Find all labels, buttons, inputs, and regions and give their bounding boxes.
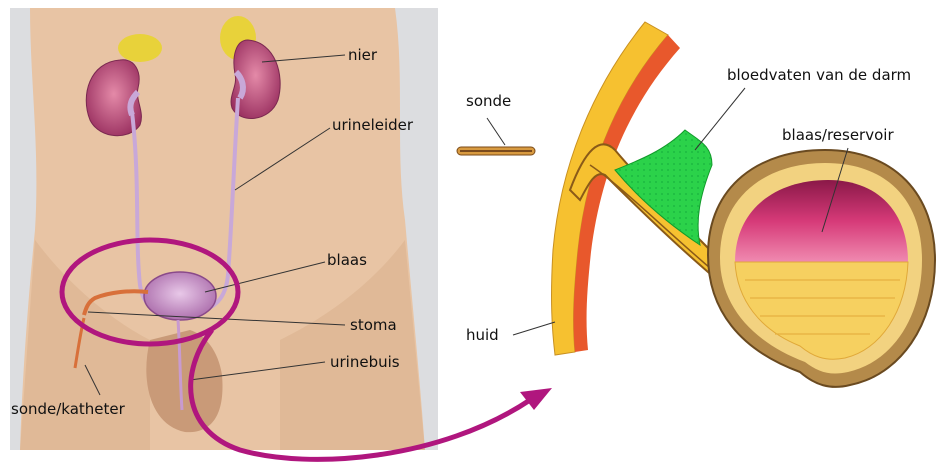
label-nier: nier [348,46,378,64]
label-urineleider: urineleider [332,116,414,134]
label-urinebuis: urinebuis [330,353,400,371]
label-sonde: sonde [466,92,511,110]
leader-sonde [487,118,505,145]
label-stoma: stoma [350,316,397,334]
left-adrenal-gland [118,34,162,62]
label-huid: huid [466,326,499,344]
label-sonde-katheter: sonde/katheter [11,400,126,418]
label-blaas: blaas [327,251,367,269]
bladder [144,272,216,320]
leader-bloedvaten [695,88,745,150]
label-blaas-reservoir: blaas/reservoir [782,126,894,144]
label-bloedvaten: bloedvaten van de darm [727,66,911,84]
leader-huid [513,322,555,335]
body-illustration [10,8,438,450]
arrow-head-icon [520,388,552,410]
